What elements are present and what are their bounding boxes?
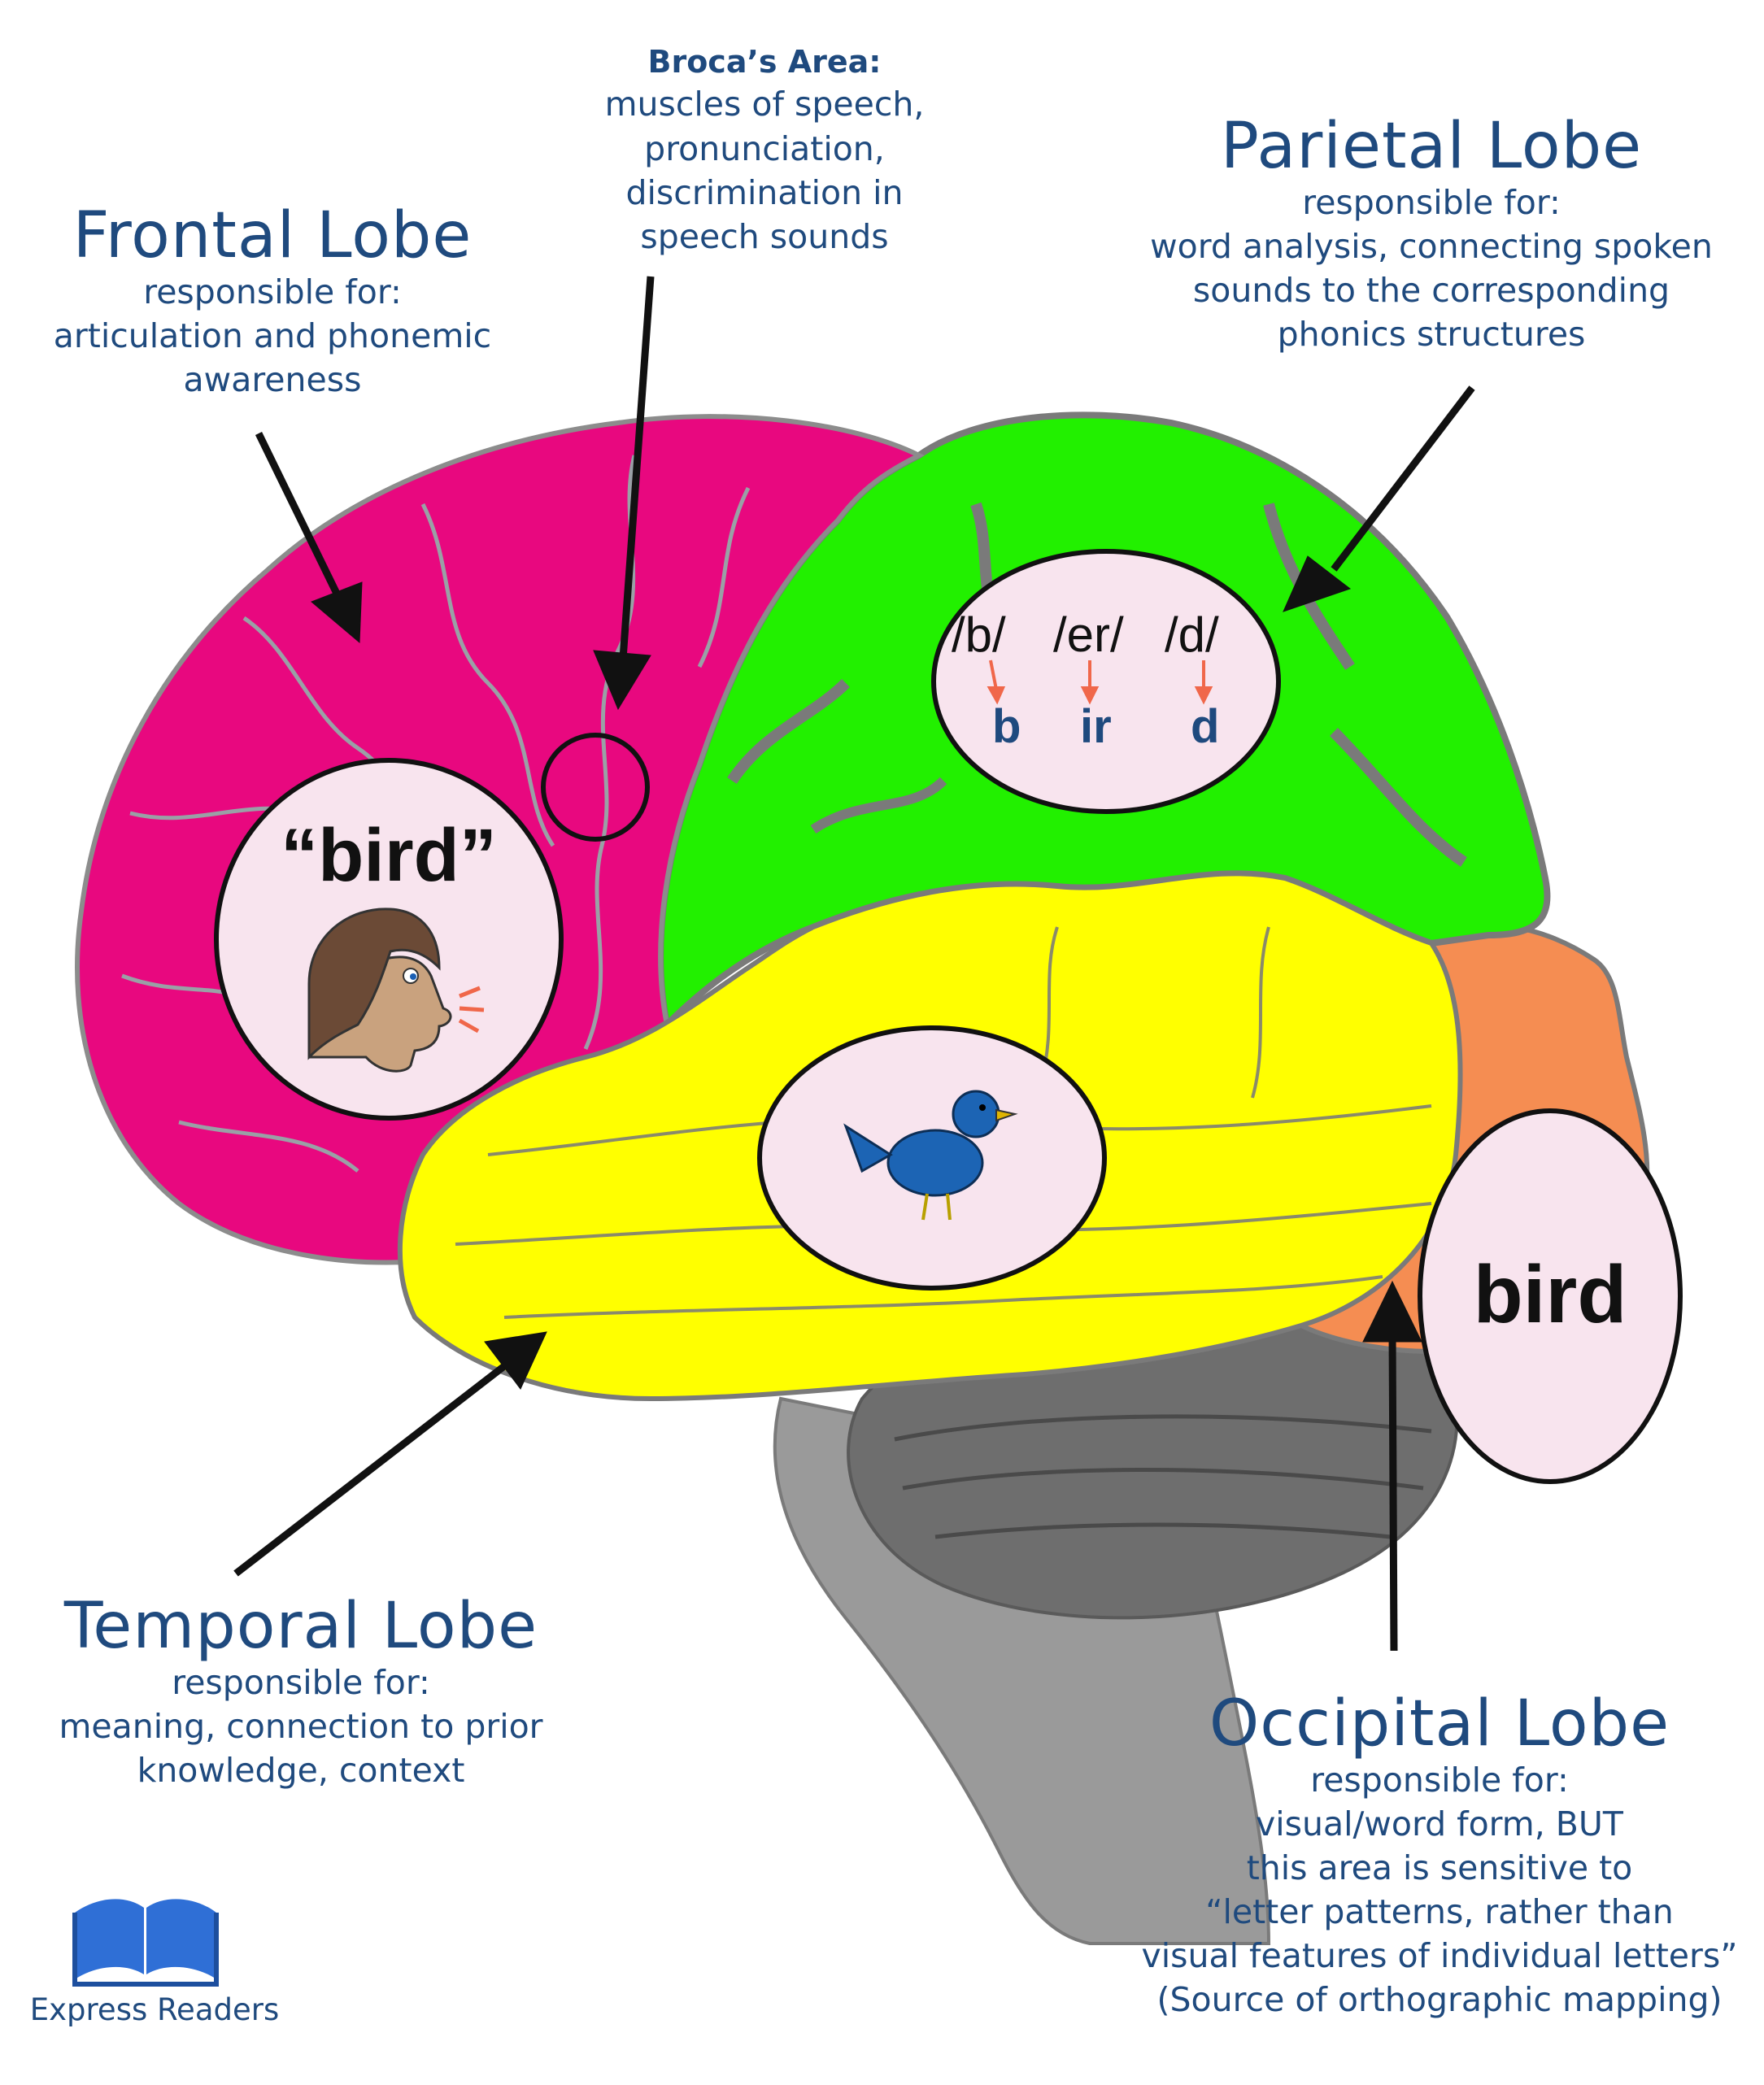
parietal-bubble <box>931 549 1281 814</box>
parietal-line-3: sounds to the corresponding <box>1192 271 1670 311</box>
occipital-lobe-label: Occipital Lobe responsible for: visual/w… <box>1122 1691 1757 2022</box>
parietal-lobe-title: Parietal Lobe <box>1220 110 1643 183</box>
express-readers-logo-icon <box>72 1899 219 1987</box>
occipital-line-2: visual/word form, BUT <box>1256 1804 1623 1843</box>
written-word: bird <box>1473 1249 1627 1340</box>
parietal-line-4: phonics structures <box>1277 315 1586 355</box>
occipital-bubble <box>1418 1108 1683 1484</box>
phoneme-d: /d/ <box>1165 607 1219 662</box>
bird-icon <box>843 1090 1018 1221</box>
occipital-line-5: visual features of individual letters” <box>1141 1936 1738 1976</box>
talking-person-icon <box>307 908 485 1073</box>
temporal-line-1: responsible for: <box>172 1662 430 1702</box>
frontal-line-2: articulation and phonemic <box>53 316 492 355</box>
brand-name: Express Readers <box>29 1992 280 2027</box>
phoneme-arrows <box>987 659 1213 705</box>
phoneme-b: /b/ <box>952 607 1006 662</box>
broca-area-circle <box>541 733 650 842</box>
frontal-line-3: awareness <box>183 360 362 400</box>
broca-line-3: discrimination in <box>625 172 904 212</box>
frontal-lobe-title: Frontal Lobe <box>72 199 473 272</box>
occipital-line-4: “letter patterns, rather than <box>1205 1892 1674 1932</box>
parietal-line-2: word analysis, connecting spoken <box>1150 227 1713 266</box>
occipital-line-6: (Source of orthographic mapping) <box>1156 1980 1723 2020</box>
frontal-line-1: responsible for: <box>143 272 402 311</box>
occipital-line-1: responsible for: <box>1310 1760 1569 1800</box>
temporal-line-3: knowledge, context <box>137 1751 465 1791</box>
frontal-lobe-label: Frontal Lobe responsible for: articulati… <box>16 199 529 402</box>
frontal-arrow <box>255 432 363 644</box>
grapheme-b: b <box>992 700 1021 753</box>
temporal-lobe-title: Temporal Lobe <box>63 1590 538 1663</box>
temporal-arrow <box>233 1331 547 1577</box>
temporal-lobe-label: Temporal Lobe responsible for: meaning, … <box>24 1590 577 1792</box>
parietal-line-1: responsible for: <box>1302 182 1561 222</box>
broca-arrow <box>593 276 655 711</box>
temporal-line-2: meaning, connection to prior <box>59 1707 543 1746</box>
broca-line-1: muscles of speech, <box>604 85 925 124</box>
broca-line-4: speech sounds <box>640 216 889 256</box>
parietal-arrow <box>1283 385 1475 612</box>
grapheme-d: d <box>1191 700 1220 753</box>
occipital-line-3: this area is sensitive to <box>1246 1848 1633 1888</box>
broca-area-label: Broca’s Area: muscles of speech, pronunc… <box>569 42 960 259</box>
spoken-word: “bird” <box>281 814 497 897</box>
broca-area-title: Broca’s Area: <box>647 44 882 80</box>
occipital-arrow <box>1362 1280 1422 1652</box>
parietal-lobe-label: Parietal Lobe responsible for: word anal… <box>1122 110 1740 356</box>
broca-line-2: pronunciation, <box>644 128 885 168</box>
grapheme-ir: ir <box>1080 700 1112 753</box>
occipital-lobe-title: Occipital Lobe <box>1209 1687 1670 1761</box>
pointer-arrows <box>233 276 1475 1652</box>
phoneme-er: /er/ <box>1053 607 1124 662</box>
